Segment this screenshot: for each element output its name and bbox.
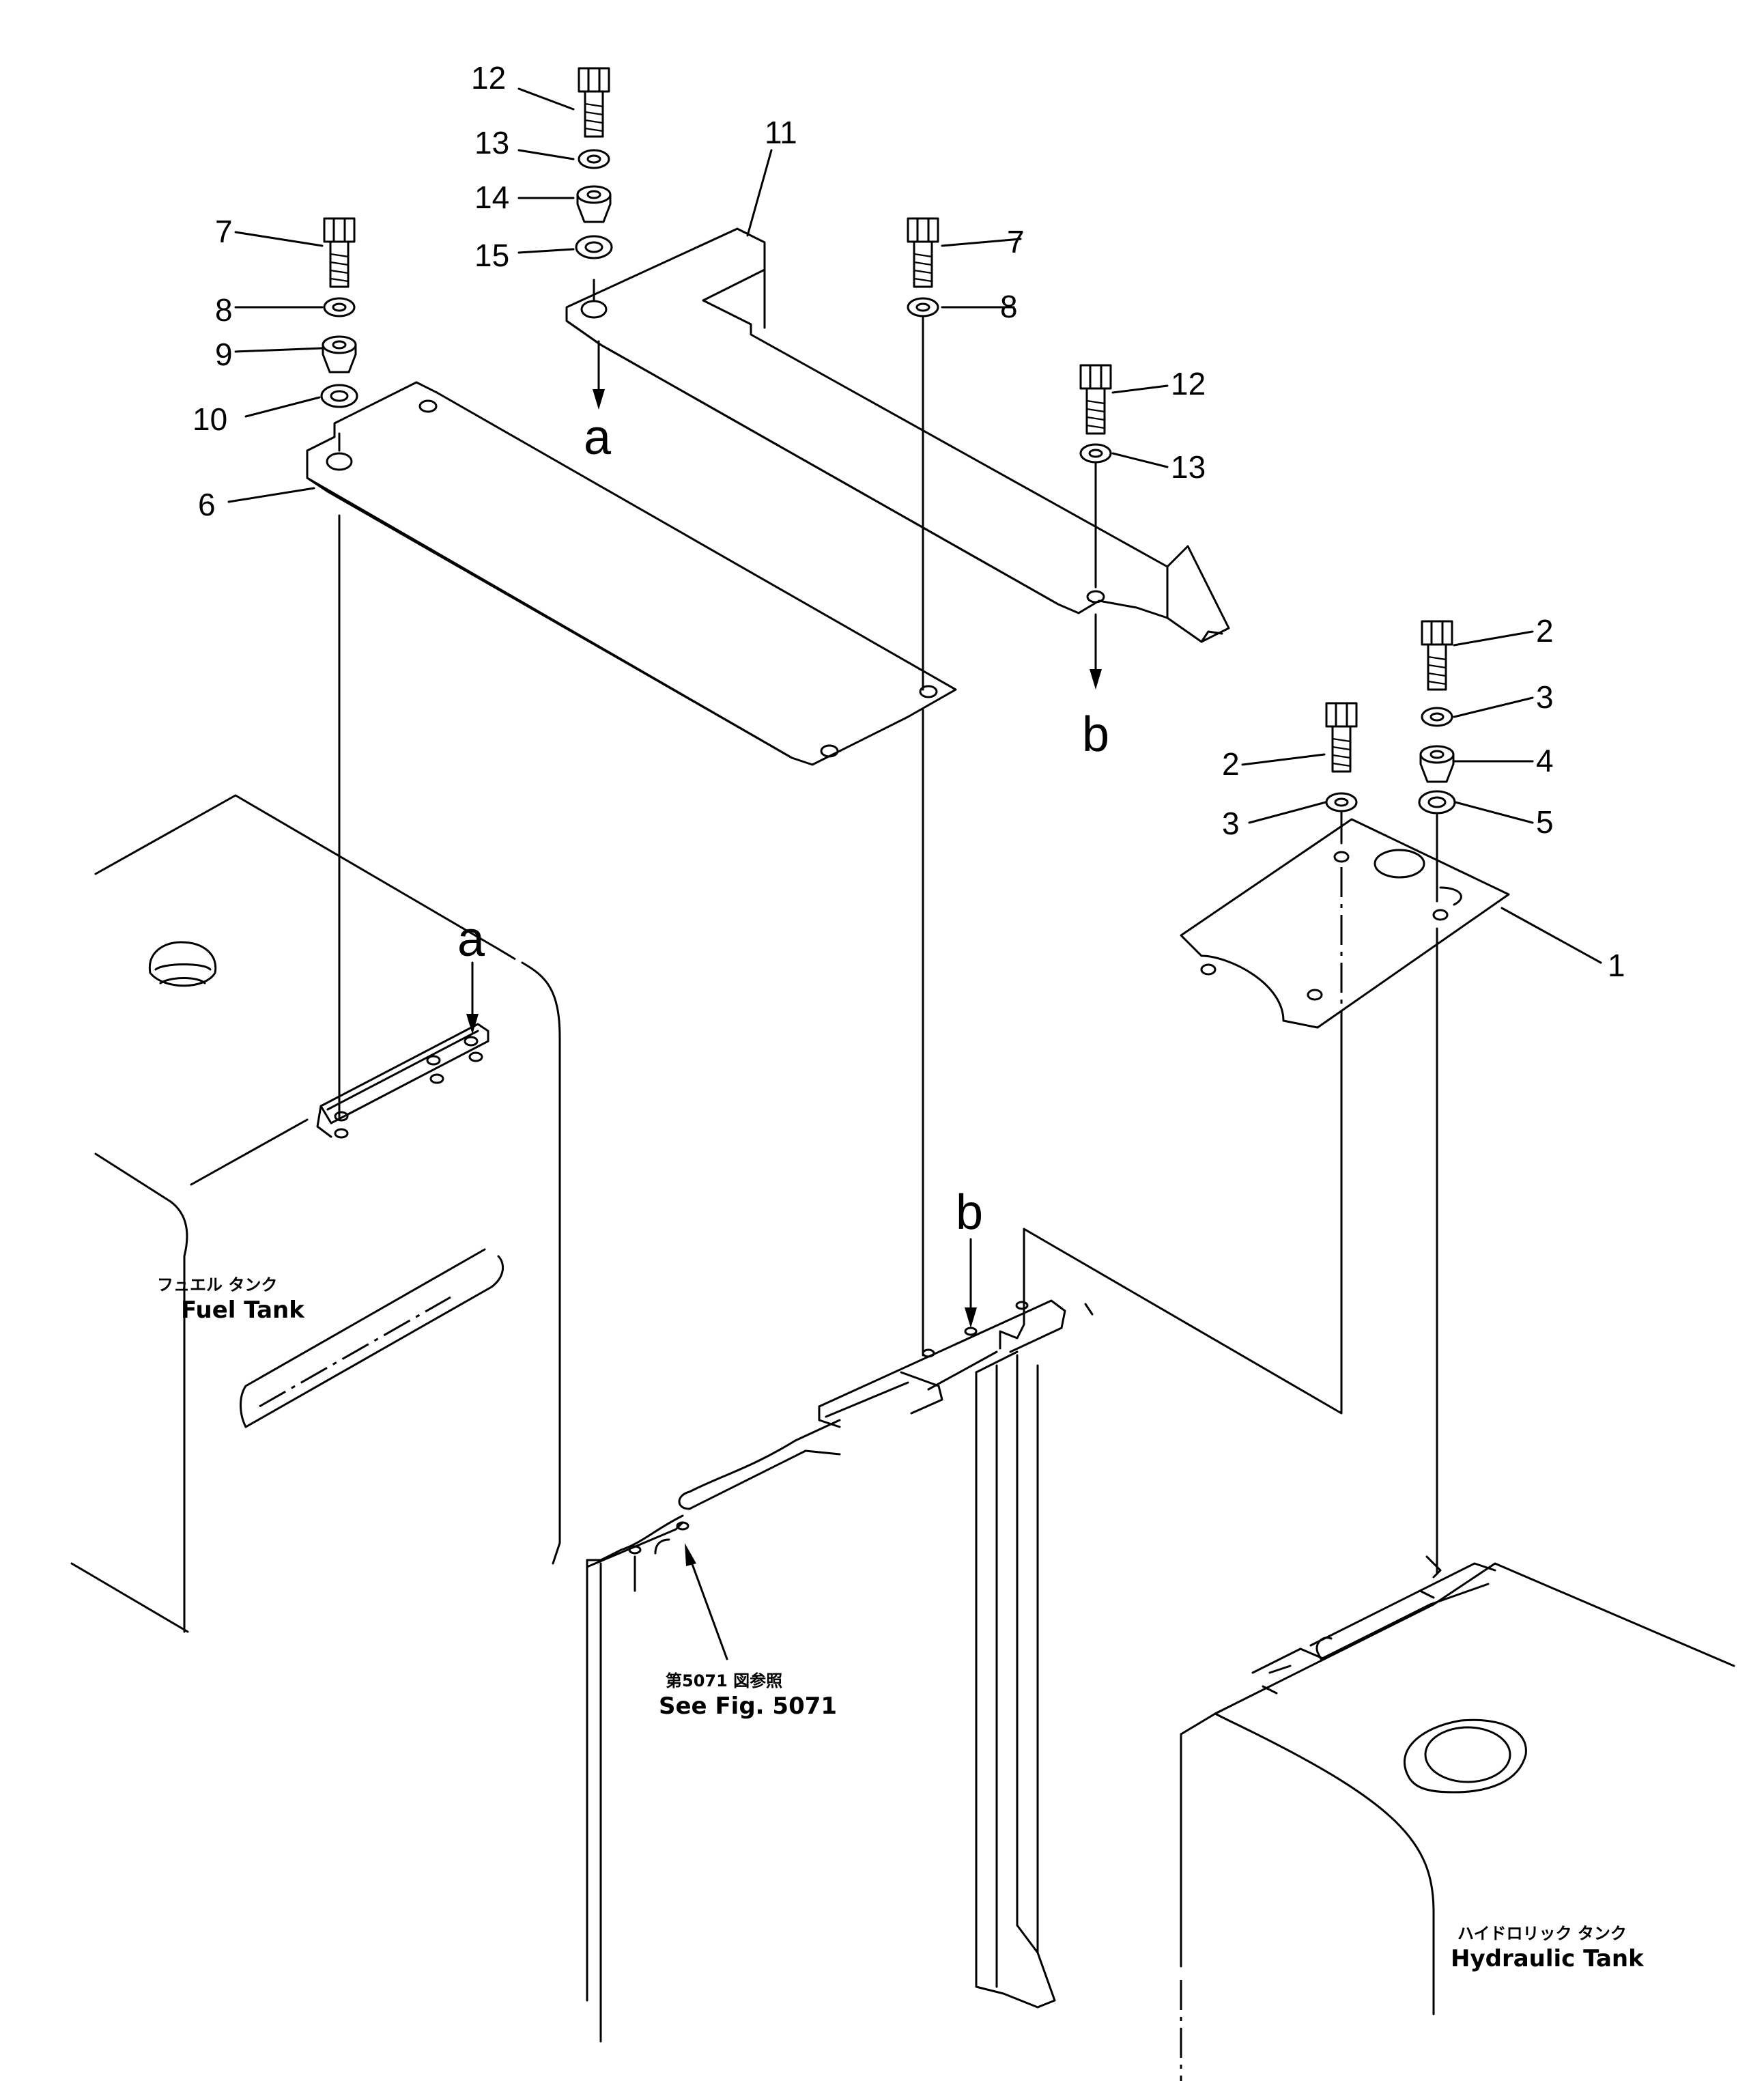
hardware-left	[320, 217, 358, 408]
callout-4: 4	[1536, 743, 1554, 778]
reference-letters: a b a b	[457, 410, 1109, 1240]
callout-3-left: 3	[1222, 806, 1240, 841]
arrow-a-bottom	[466, 961, 479, 1034]
callout-12-right: 12	[1171, 366, 1206, 401]
callout-7-left: 7	[215, 214, 233, 249]
callout-2-right: 2	[1536, 613, 1554, 649]
callout-11: 11	[765, 115, 797, 150]
spacer-14	[576, 185, 612, 223]
washer-3-right	[1421, 707, 1453, 727]
arrow-see-fig	[685, 1543, 728, 1660]
bolt-7-left	[323, 217, 356, 288]
washer-10	[320, 384, 358, 408]
hardware-top	[575, 67, 613, 259]
callout-13-top: 13	[474, 125, 509, 160]
callout-13-right: 13	[1171, 449, 1206, 485]
callout-7-right: 7	[1007, 224, 1025, 259]
callout-5: 5	[1536, 804, 1554, 840]
callout-15: 15	[474, 238, 509, 273]
callout-2-left: 2	[1222, 746, 1240, 782]
washer-13-top	[578, 149, 610, 169]
captions: フュエル タンク Fuel Tank 第5071 図参照 See Fig. 50…	[157, 1275, 1645, 1972]
callout-8-right: 8	[1000, 289, 1018, 324]
center-lines	[338, 279, 1438, 1575]
callout-9: 9	[215, 337, 233, 372]
spacer-4	[1419, 745, 1455, 783]
spacer-9	[322, 335, 357, 373]
washer-5	[1418, 790, 1456, 815]
callout-12-top: 12	[471, 60, 506, 96]
washer-15	[575, 235, 613, 259]
hydraulic-tank-caption-en: Hydraulic Tank	[1451, 1945, 1645, 1972]
callout-6: 6	[198, 487, 216, 522]
ref-b-bottom: b	[956, 1185, 983, 1240]
bolt-12-right	[1079, 364, 1112, 435]
hydraulic-tank-caption-jp: ハイドロリック タンク	[1457, 1924, 1627, 1943]
ref-b-top: b	[1082, 707, 1109, 762]
ref-a-top: a	[584, 410, 612, 465]
arrow-a-top	[593, 340, 605, 410]
see-fig-caption-en: See Fig. 5071	[659, 1693, 837, 1720]
hardware-bracket	[1325, 620, 1456, 815]
bolt-12-top	[578, 67, 610, 138]
cover-11	[565, 227, 1230, 643]
callout-8-left: 8	[215, 292, 233, 328]
see-fig-caption-jp: 第5071 図参照	[666, 1671, 782, 1690]
cover-plate-6	[306, 381, 957, 766]
arrow-b-bottom	[965, 1238, 977, 1328]
washer-3-left	[1325, 792, 1358, 812]
leader-lines	[227, 87, 1602, 964]
bolt-2-right	[1421, 620, 1453, 691]
ref-a-bottom: a	[457, 912, 485, 967]
washer-13-right	[1079, 443, 1112, 464]
callouts: 12 13 14 15 11 7 8 9 10 6 7 8 12 13 2 3 …	[193, 60, 1625, 983]
callout-10: 10	[193, 401, 227, 437]
fuel-tank-caption-en: Fuel Tank	[181, 1297, 305, 1324]
hydraulic-tank	[1180, 1555, 1735, 2081]
callout-14: 14	[474, 180, 509, 215]
washer-8-right	[907, 297, 939, 317]
fuel-tank	[70, 794, 561, 1633]
bolt-7-right	[907, 217, 939, 288]
fuel-tank-caption-jp: フュエル タンク	[157, 1275, 277, 1294]
bracket-plate-1	[1180, 818, 1510, 1029]
callout-3-right: 3	[1536, 679, 1554, 715]
callout-1: 1	[1608, 948, 1625, 983]
arrow-b-top	[1090, 613, 1102, 690]
center-frame	[586, 1228, 1094, 2043]
washer-8-left	[323, 297, 356, 317]
bolt-2-left	[1325, 702, 1358, 773]
